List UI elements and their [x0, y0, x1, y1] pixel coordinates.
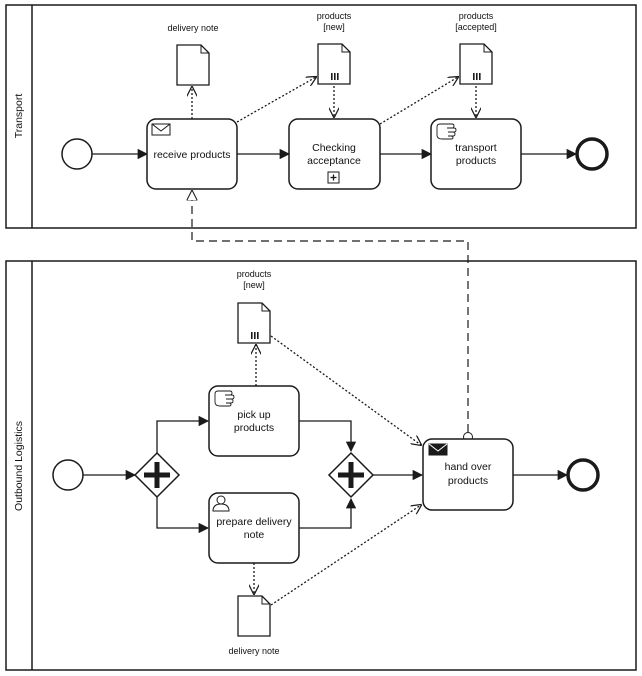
transport-start-event[interactable]	[61, 138, 93, 170]
collection-marker-icon	[331, 73, 339, 80]
transport-products-line1: transport	[455, 142, 497, 154]
task-hand-over-products[interactable]: hand over products	[422, 438, 514, 511]
data-object-delivery-note-outbound[interactable]: delivery note	[228, 595, 280, 656]
parallel-plus-icon	[144, 462, 170, 488]
pool-outbound-logistics: Outbound Logistics	[5, 260, 637, 671]
manual-task-hand-icon	[214, 390, 235, 407]
checking-acceptance-line2: acceptance	[307, 155, 361, 167]
flow-split-to-pickup[interactable]	[156, 415, 210, 453]
message-receive-icon	[151, 123, 171, 136]
delivery-note-outbound-label: delivery note	[228, 646, 279, 656]
transport-end-event[interactable]	[575, 137, 609, 171]
parallel-join-gateway[interactable]	[327, 451, 375, 499]
data-object-products-accepted[interactable]: products [accepted]	[455, 11, 497, 85]
outbound-start-event[interactable]	[52, 459, 84, 491]
products-new-outbound-line2: [new]	[243, 280, 265, 290]
data-object-products-new-transport[interactable]: products [new]	[317, 11, 352, 85]
transport-products-line2: products	[456, 155, 496, 167]
data-object-delivery-note-transport[interactable]: delivery note	[167, 23, 219, 86]
pick-up-products-line2: products	[234, 422, 274, 434]
collection-marker-icon	[473, 73, 481, 80]
parallel-plus-icon	[338, 462, 364, 488]
flow-split-to-prepare[interactable]	[156, 497, 210, 534]
hand-over-products-line1: hand over	[445, 461, 492, 473]
hand-over-products-line2: products	[448, 475, 488, 487]
association-checking-to-products-accepted[interactable]	[379, 77, 458, 125]
data-object-products-new-outbound[interactable]: products [new]	[237, 269, 272, 344]
task-transport-products[interactable]: transport products	[430, 118, 522, 190]
task-prepare-delivery-note[interactable]: prepare delivery note	[208, 492, 300, 564]
flow-pickup-to-join[interactable]	[299, 420, 357, 453]
manual-task-hand-icon	[436, 123, 457, 140]
prepare-delivery-note-line2: note	[244, 529, 265, 541]
delivery-note-transport-label: delivery note	[167, 23, 218, 33]
task-receive-products[interactable]: receive products	[146, 118, 238, 190]
user-task-person-icon	[212, 495, 230, 512]
products-new-transport-line2: [new]	[323, 22, 345, 32]
task-receive-products-label: receive products	[153, 149, 230, 161]
association-products-new-to-handover[interactable]	[270, 335, 421, 445]
checking-acceptance-line1: Checking	[312, 142, 356, 154]
expand-plus-icon[interactable]	[327, 171, 340, 184]
products-accepted-line1: products	[459, 11, 494, 21]
subprocess-checking-acceptance[interactable]: Checking acceptance	[288, 118, 381, 190]
prepare-delivery-note-line1: prepare delivery	[216, 516, 292, 528]
task-pick-up-products[interactable]: pick up products	[208, 385, 300, 457]
pick-up-products-line1: pick up	[237, 409, 270, 421]
association-receive-to-products-new[interactable]	[236, 77, 316, 123]
products-new-transport-line1: products	[317, 11, 352, 21]
pool-outbound-label: Outbound Logistics	[13, 421, 25, 511]
products-accepted-line2: [accepted]	[455, 22, 497, 32]
pool-transport: Transport	[5, 4, 637, 229]
message-send-icon	[428, 443, 448, 456]
flow-prepare-to-join[interactable]	[299, 497, 357, 529]
collection-marker-icon	[251, 332, 259, 339]
outbound-end-event[interactable]	[566, 458, 600, 492]
products-new-outbound-line1: products	[237, 269, 272, 279]
pool-transport-label: Transport	[13, 94, 25, 139]
